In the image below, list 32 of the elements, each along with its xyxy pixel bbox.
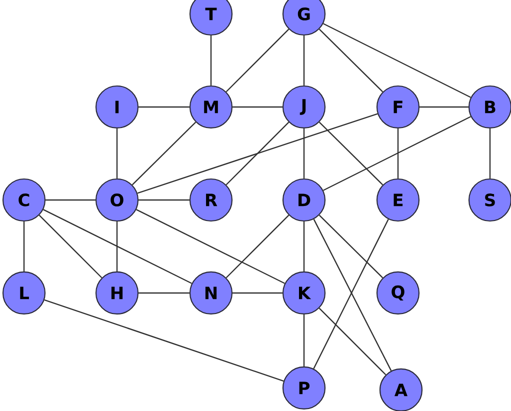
edge-line xyxy=(232,106,282,108)
edge-line xyxy=(138,106,190,108)
edge-line xyxy=(132,122,196,186)
edge-line xyxy=(226,214,290,278)
edge-line xyxy=(318,28,384,92)
edge-line xyxy=(323,116,471,191)
edge-line xyxy=(116,128,118,178)
edge-line xyxy=(116,222,118,272)
edge-line xyxy=(43,209,192,284)
edge-line xyxy=(137,113,378,194)
edge-line xyxy=(303,222,305,272)
edge-line xyxy=(23,222,25,272)
edge-line xyxy=(303,36,305,86)
edge-line xyxy=(210,36,212,86)
edge-line xyxy=(46,199,96,201)
edge-line xyxy=(397,128,399,178)
edge-line xyxy=(38,214,102,278)
edge-line xyxy=(138,199,190,201)
edge-line xyxy=(420,106,468,108)
edge-line xyxy=(226,28,290,92)
edge-line xyxy=(323,23,471,98)
edge-line xyxy=(138,292,190,294)
edge-line xyxy=(489,128,491,178)
edge-line xyxy=(318,122,384,186)
edge-line xyxy=(318,308,386,376)
edge-line xyxy=(303,128,305,178)
edge-line xyxy=(318,214,384,278)
edge-line xyxy=(232,292,282,294)
edge-line xyxy=(303,314,305,366)
edge-line xyxy=(44,299,284,382)
edge-line xyxy=(226,122,290,186)
edge-line xyxy=(136,209,285,284)
